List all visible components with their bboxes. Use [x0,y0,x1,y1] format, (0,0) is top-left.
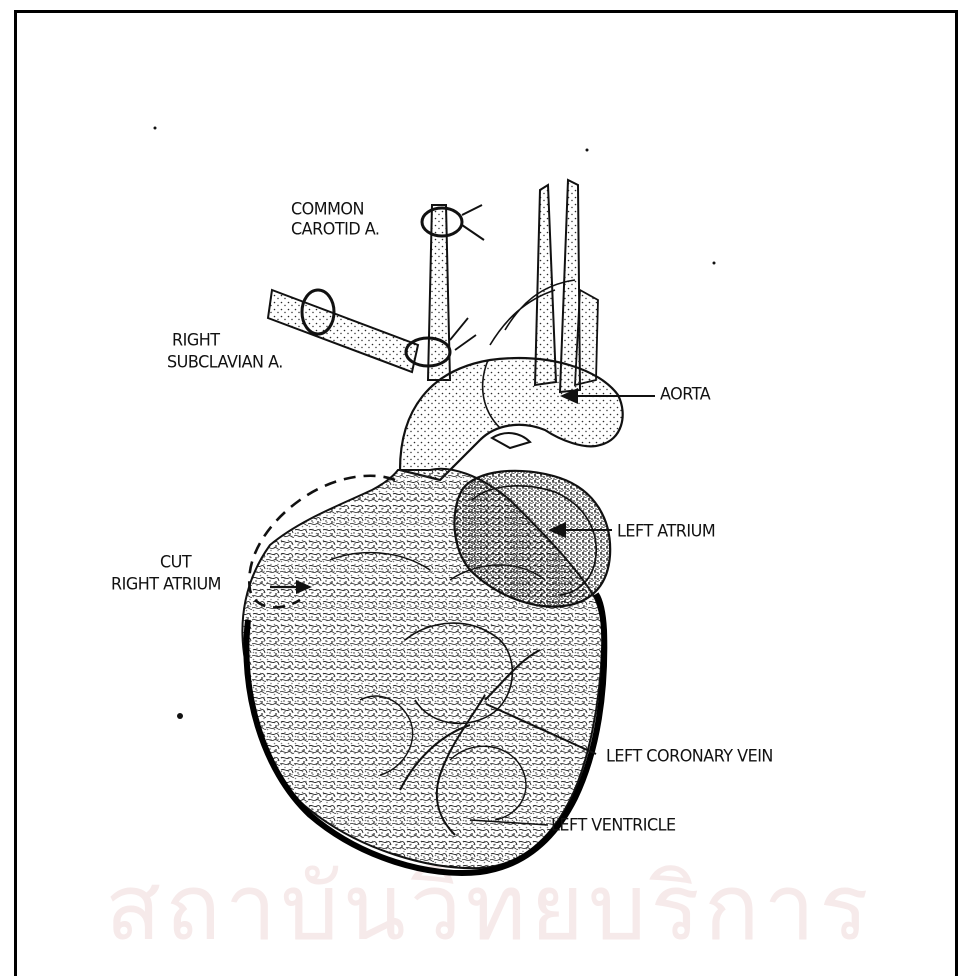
common-carotid-artery [422,205,484,380]
label-right-subclavian-line1: RIGHT [172,330,220,350]
label-common-carotid-line2: CAROTID A. [291,219,379,239]
label-left-coronary-vein: LEFT CORONARY VEIN [606,746,773,766]
label-right-subclavian-line2: SUBCLAVIAN A. [167,352,283,372]
label-left-ventricle: LEFT VENTRICLE [551,815,676,835]
label-aorta: AORTA [660,384,710,404]
label-cut-right-atrium-line2: RIGHT ATRIUM [111,574,221,594]
label-left-atrium: LEFT ATRIUM [617,521,715,541]
label-cut-right-atrium-line1: CUT [160,552,191,572]
label-common-carotid-line1: COMMON [291,199,364,219]
